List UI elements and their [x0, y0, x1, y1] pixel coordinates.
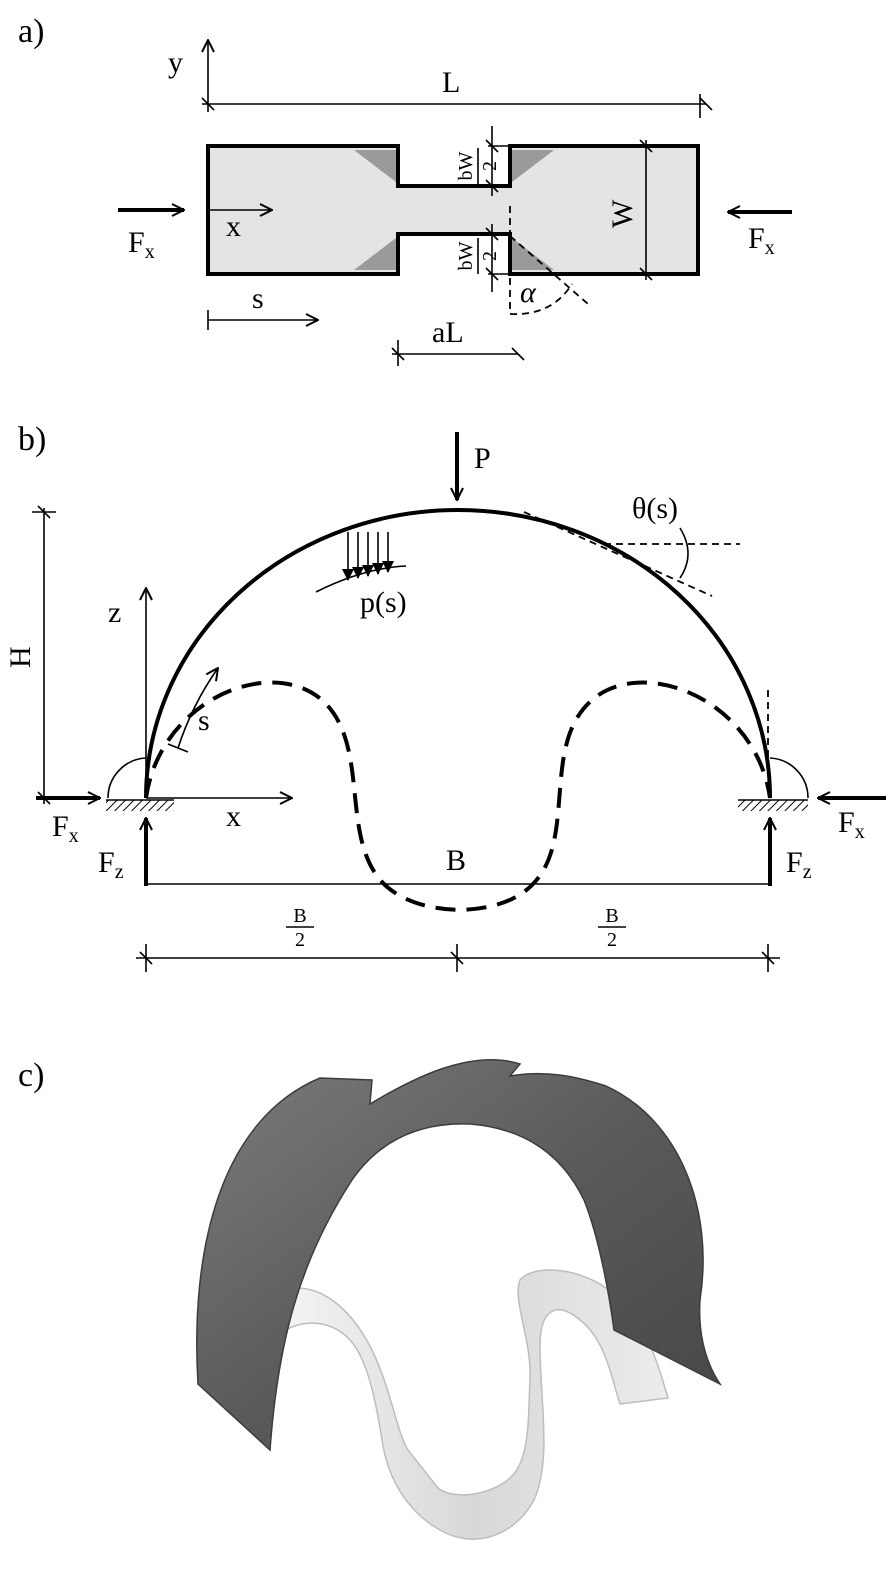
length-label: L	[442, 66, 460, 99]
notch-bottom-num: bW	[455, 241, 477, 270]
angle-alpha-marker: α	[509, 206, 589, 315]
force-fx-left-label: Fx	[52, 810, 79, 847]
notch-offset-label: aL	[432, 316, 464, 349]
panel-c: c)	[18, 1057, 723, 1540]
buckled-shape	[144, 680, 772, 912]
panel-b-label: b)	[18, 421, 46, 458]
half-span-right-num: B	[605, 905, 618, 927]
reinforcement-top-left	[354, 150, 396, 182]
length-dimension: L	[201, 66, 713, 118]
force-label-right: Fx	[748, 222, 775, 259]
left-support	[106, 757, 174, 811]
notch-top-num: bW	[455, 151, 477, 180]
notch-top-dimension: bW 2	[455, 126, 512, 196]
panel-a: a) y L x Fx Fx W	[18, 13, 792, 366]
arch-curve	[144, 508, 772, 799]
y-axis-label: y	[168, 46, 183, 79]
z-axis-label: z	[108, 596, 121, 629]
right-support	[738, 690, 809, 811]
panel-b: b) P p(s) θ(s)	[4, 421, 886, 972]
half-span-left-num: B	[293, 905, 306, 927]
force-fx-right-label: Fx	[838, 806, 865, 843]
s-arc-label: s	[198, 704, 210, 737]
buckled-strip-3d	[281, 1269, 669, 1540]
half-span-right-den: 2	[607, 929, 617, 951]
force-label-left: Fx	[128, 226, 155, 263]
height-label: H	[4, 646, 37, 668]
notch-top-den: 2	[479, 161, 501, 171]
angle-theta-label: θ(s)	[632, 492, 678, 525]
arch-strip-3d	[196, 1059, 723, 1452]
angle-theta-marker: θ(s)	[523, 492, 740, 597]
reinforcement-top-right	[512, 150, 554, 182]
notch-bottom-dimension: bW 2	[455, 224, 512, 292]
width-label: W	[606, 199, 639, 228]
reinforcement-bottom-left	[354, 238, 396, 270]
notch-bottom-den: 2	[479, 251, 501, 261]
force-fz-left-label: Fz	[98, 846, 124, 883]
specimen-outline	[206, 144, 700, 276]
load-p-label: P	[474, 442, 491, 475]
half-span-dimension: B 2 B 2	[136, 905, 780, 972]
distributed-load: p(s)	[315, 532, 407, 619]
s-coordinate-label: s	[252, 282, 264, 315]
base-label: B	[446, 844, 466, 877]
panel-a-label: a)	[18, 13, 44, 50]
x-axis-b-label: x	[226, 800, 241, 833]
angle-alpha-label: α	[520, 276, 537, 309]
height-dimension: H	[4, 505, 56, 805]
half-span-left-den: 2	[295, 929, 305, 951]
x-axis-label: x	[226, 210, 241, 243]
s-arc-coordinate: s	[167, 668, 218, 753]
panel-c-label: c)	[18, 1057, 44, 1094]
force-fz-right-label: Fz	[786, 846, 812, 883]
distributed-load-label: p(s)	[360, 586, 407, 619]
width-dimension: W	[606, 139, 653, 281]
notch-offset-dimension: aL	[391, 316, 525, 366]
